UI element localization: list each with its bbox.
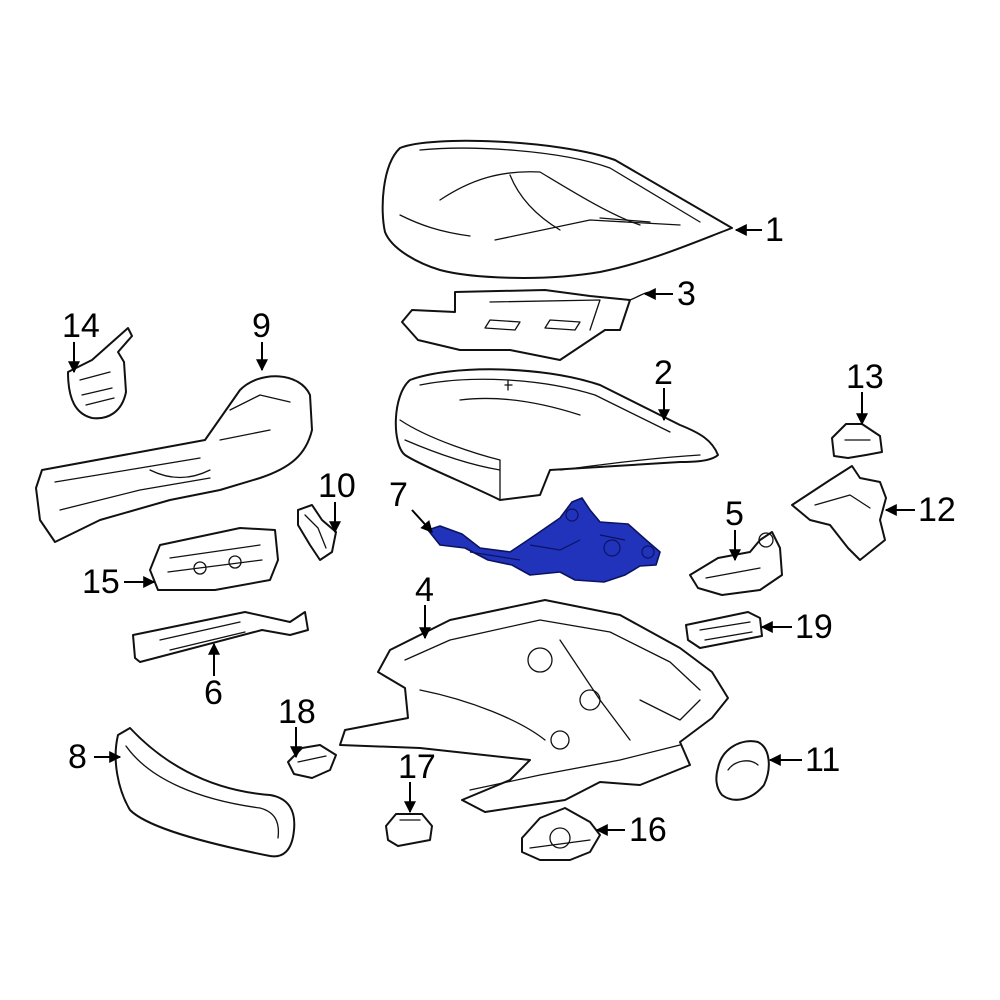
callout-leaders bbox=[68, 224, 915, 836]
callout-11[interactable]: 11 bbox=[805, 741, 840, 779]
part-1-seat-cushion-pad[interactable] bbox=[381, 139, 733, 279]
callout-14[interactable]: 14 bbox=[62, 307, 100, 345]
part-4-seat-frame[interactable] bbox=[339, 599, 729, 813]
part-8-front-cover[interactable] bbox=[114, 727, 296, 858]
part-9-side-shield[interactable] bbox=[35, 375, 313, 543]
part-13-clip[interactable] bbox=[831, 423, 883, 459]
callout-13[interactable]: 13 bbox=[846, 358, 884, 396]
callout-1[interactable]: 1 bbox=[765, 211, 784, 249]
callout-19[interactable]: 19 bbox=[795, 608, 833, 646]
callout-numbers: 1 2 3 4 5 6 7 8 9 10 11 12 13 14 15 16 1… bbox=[62, 211, 956, 849]
callout-9[interactable]: 9 bbox=[252, 307, 271, 345]
part-7-highlighted-motor-harness[interactable] bbox=[427, 497, 661, 583]
callout-15[interactable]: 15 bbox=[82, 563, 120, 601]
part-6-wiring-bracket[interactable] bbox=[132, 611, 309, 663]
part-17-connector[interactable] bbox=[385, 813, 433, 847]
callout-8[interactable]: 8 bbox=[68, 738, 87, 776]
callout-3[interactable]: 3 bbox=[677, 275, 696, 313]
callout-17[interactable]: 17 bbox=[398, 748, 436, 786]
part-3-heater-mat[interactable] bbox=[401, 289, 651, 361]
part-19-slide-block[interactable] bbox=[685, 611, 763, 649]
part-14-trim-cover[interactable] bbox=[67, 327, 133, 420]
callout-10[interactable]: 10 bbox=[318, 467, 356, 505]
part-10-bracket[interactable] bbox=[297, 504, 337, 561]
callout-4[interactable]: 4 bbox=[415, 571, 434, 609]
callout-18[interactable]: 18 bbox=[278, 693, 316, 731]
callout-5[interactable]: 5 bbox=[725, 495, 744, 533]
part-11-round-cover[interactable] bbox=[715, 740, 770, 801]
callout-2[interactable]: 2 bbox=[654, 354, 673, 392]
part-16-motor[interactable] bbox=[521, 807, 601, 861]
callout-6[interactable]: 6 bbox=[204, 674, 223, 712]
callout-7[interactable]: 7 bbox=[389, 476, 408, 514]
part-2-cushion-frame[interactable] bbox=[394, 368, 719, 501]
callout-12[interactable]: 12 bbox=[918, 491, 956, 529]
part-15-recliner-motor[interactable] bbox=[149, 527, 279, 591]
callout-16[interactable]: 16 bbox=[629, 811, 667, 849]
part-12-side-bracket[interactable] bbox=[791, 465, 887, 561]
